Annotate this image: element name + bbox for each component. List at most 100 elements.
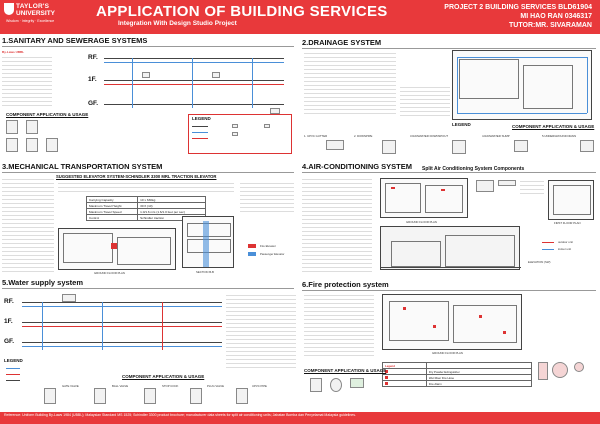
drainage-roof-plan	[452, 50, 592, 120]
legend-outdoor-unit: outdoor unit	[558, 240, 573, 244]
floor-trap-icon	[26, 120, 38, 134]
section-aircon: 4.AIR-CONDITIONING SYSTEM Split Air Cond…	[302, 160, 598, 278]
sprinkler-icon	[310, 378, 322, 392]
aircon-elevation	[380, 226, 521, 270]
sanitary-text-heading: By-Laws UBBL	[2, 50, 25, 54]
sump-icon	[514, 140, 528, 152]
gutter-icon	[326, 140, 344, 150]
legend-fire-elevator-swatch	[248, 244, 256, 248]
water-components-title: COMPONENT APPLICATION & USAGE	[122, 374, 205, 379]
ball-valve-icon	[94, 388, 106, 404]
smoke-detector-icon	[330, 378, 342, 392]
water-comp-upvc-pipe: UPVC PIPE	[252, 384, 267, 388]
aircon-title: 4.AIR-CONDITIONING SYSTEM	[302, 162, 413, 171]
fire-extinguisher-icon	[538, 362, 548, 380]
references-text: Reference: Uniform Building By-Laws 1984…	[4, 413, 356, 417]
fire-legend-table: Legend Dry Powder Extinguisher Wet Riser…	[382, 362, 533, 387]
water-tank-icon	[62, 294, 76, 302]
stop-cock-icon	[144, 388, 156, 404]
fire-components-title: COMPONENT APPLICATION & USAGE	[304, 368, 387, 373]
water-comp-ball-valve: BALL VALVE	[112, 384, 129, 388]
sanitary-floor-gf: GF.	[88, 100, 99, 107]
elevator-heading: SUGGESTED ELEVATOR SYSTEM-SCHINDLER 3300…	[56, 174, 217, 179]
fire-title: 6.Fire protection system	[302, 280, 389, 289]
wash-basin-icon	[6, 138, 18, 152]
aircon-first-plan-label: FIRST FLOOR PLAN	[554, 221, 581, 225]
mechanical-plan-label: GROUND FLOOR PLAN	[94, 271, 125, 275]
aircon-elevation-label: ELEVATION (SW)	[528, 260, 551, 264]
legend-gully-icon	[232, 132, 238, 136]
legend-indoor-unit: indoor unit	[558, 247, 572, 251]
legend-passenger-elevator: Passenger Elevator	[260, 252, 285, 256]
header-banner: TAYLOR'S UNIVERSITY Wisdom · Integrity ·…	[0, 0, 600, 34]
mechanical-title: 3.MECHANICAL TRANSPORTATION SYSTEM	[2, 162, 163, 171]
drainage-text-2	[400, 86, 450, 116]
water-comp-plug-valve: PLUG VALVE	[207, 384, 224, 388]
aircon-text	[302, 178, 372, 274]
drainage-comp-gutter: 1. UPVC GUTTER	[304, 134, 328, 138]
drainage-comp-downpipe: 2. DOWNPIPE	[354, 134, 373, 138]
fire-elevator-marker	[111, 243, 117, 249]
sanitary-text: By-Laws UBBL	[2, 48, 52, 108]
sanitary-floor-rf: RF.	[88, 54, 98, 61]
water-floor-1f: 1F.	[4, 318, 13, 325]
outdoor-unit-icon	[476, 180, 494, 192]
legend-vent-icon	[264, 124, 270, 128]
drainage-comp-sump: 4.RAINWATER SUMP	[482, 134, 510, 138]
indoor-unit-icon	[498, 180, 516, 186]
project-info: PROJECT 2 BUILDING SERVICES BLD61904 MI …	[444, 3, 592, 30]
aircon-ground-plan	[380, 178, 468, 218]
logo-tagline: Wisdom · Integrity · Excellence	[6, 19, 55, 23]
drainage-components-title: COMPONENT APPLICATION & USAGE	[512, 124, 595, 129]
fire-plan-label: GROUND FLOOR PLAN	[432, 351, 463, 355]
gully-trap-icon	[46, 138, 58, 152]
spec-label: Control	[85, 214, 139, 221]
split-heading: Split Air Conditioning System Components	[422, 166, 525, 172]
section-water: 5.Water supply system RF. 1F. GF. LEGEND…	[2, 278, 298, 410]
upvc-pipe-icon	[236, 388, 248, 404]
water-comp-stop-cock: STOP COCK	[162, 384, 179, 388]
mechanical-text	[2, 176, 54, 274]
drainage-comp-underground: 5.UNDERGROUND DRAIN	[542, 134, 577, 138]
drainage-title: 2.DRAINAGE SYSTEM	[302, 38, 382, 47]
underground-drain-icon	[580, 140, 594, 152]
references-footer: Reference: Uniform Building By-Laws 1984…	[0, 412, 600, 424]
fire-legend-item: Fire Alarm	[425, 380, 533, 387]
university-crest-icon	[4, 3, 14, 15]
sanitary-legend-box	[188, 114, 292, 154]
sewer-manhole-icon	[270, 108, 280, 114]
sanitary-floor-1f: 1F.	[88, 76, 97, 83]
sanitary-legend-title: LEGEND	[192, 116, 211, 121]
water-floor-rf: RF.	[4, 298, 14, 305]
legend-fire-elevator: Fire Elevator	[260, 244, 276, 248]
section-drainage: 2.DRAINAGE SYSTEM LEGEND COMPONENT APPLI…	[302, 36, 598, 160]
legend-inspection-chamber-icon	[232, 124, 238, 128]
water-comp-gate-valve: GATE VALVE	[62, 384, 79, 388]
water-floor-gf: GF.	[4, 338, 15, 345]
water-legend-title: LEGEND	[4, 358, 23, 363]
sanitary-components-title: COMPONENT APPLICATION & USAGE	[6, 112, 89, 117]
page-subtitle: Integration With Design Studio Project	[118, 20, 237, 27]
fire-hose-reel-icon	[552, 362, 568, 378]
mechanical-section-label: SECTION B-B	[196, 270, 214, 274]
page-title: APPLICATION OF BUILDING SERVICES	[96, 3, 388, 20]
logo-line2: UNIVERSITY	[16, 10, 56, 17]
water-closet-icon	[26, 138, 38, 152]
project-line: PROJECT 2 BUILDING SERVICES BLD61904	[444, 4, 592, 11]
downspout-icon	[452, 140, 466, 154]
gate-valve-icon	[44, 388, 56, 404]
plug-valve-icon	[190, 388, 202, 404]
section-mechanical: 3.MECHANICAL TRANSPORTATION SYSTEM SUGGE…	[2, 160, 298, 278]
tutor-line: TUTOR:MR. SIVARAMAN	[509, 22, 592, 29]
body-tap-icon	[6, 120, 18, 134]
student-line: MI HAO RAN 0346317	[520, 13, 592, 20]
table-row: Fire Alarm	[382, 380, 533, 387]
water-text	[226, 292, 296, 370]
drainage-legend-title: LEGEND	[452, 122, 471, 127]
downpipe-icon	[382, 140, 396, 154]
logo-line1: TAYLOR'S	[16, 3, 50, 10]
passenger-elevator-shaft	[203, 221, 209, 267]
sanitary-title: 1.SANITARY AND SEWERAGE SYSTEMS	[2, 36, 148, 45]
